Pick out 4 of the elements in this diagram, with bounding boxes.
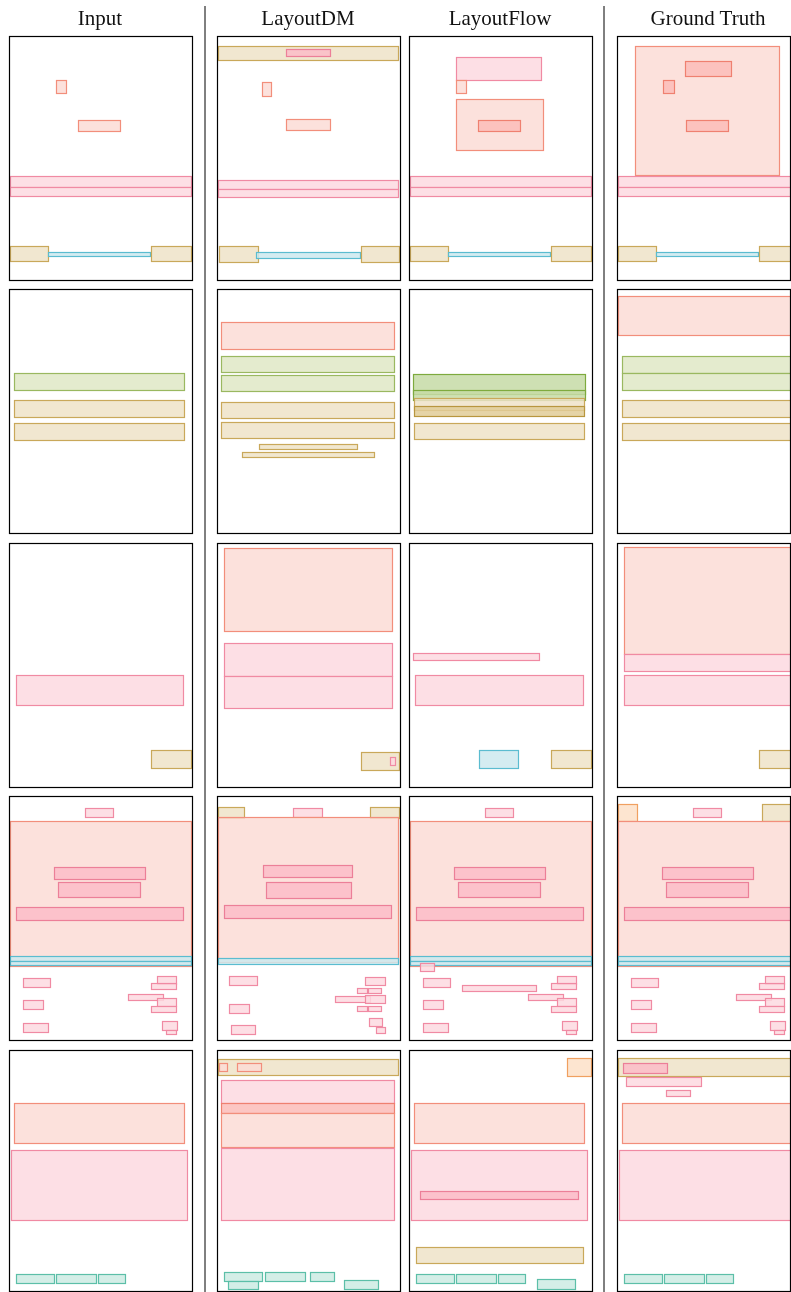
- column-heading: Ground Truth: [650, 6, 766, 31]
- column-heading: Input: [77, 6, 123, 31]
- column-heading: LayoutFlow: [448, 6, 552, 31]
- column-heading: LayoutDM: [261, 6, 355, 31]
